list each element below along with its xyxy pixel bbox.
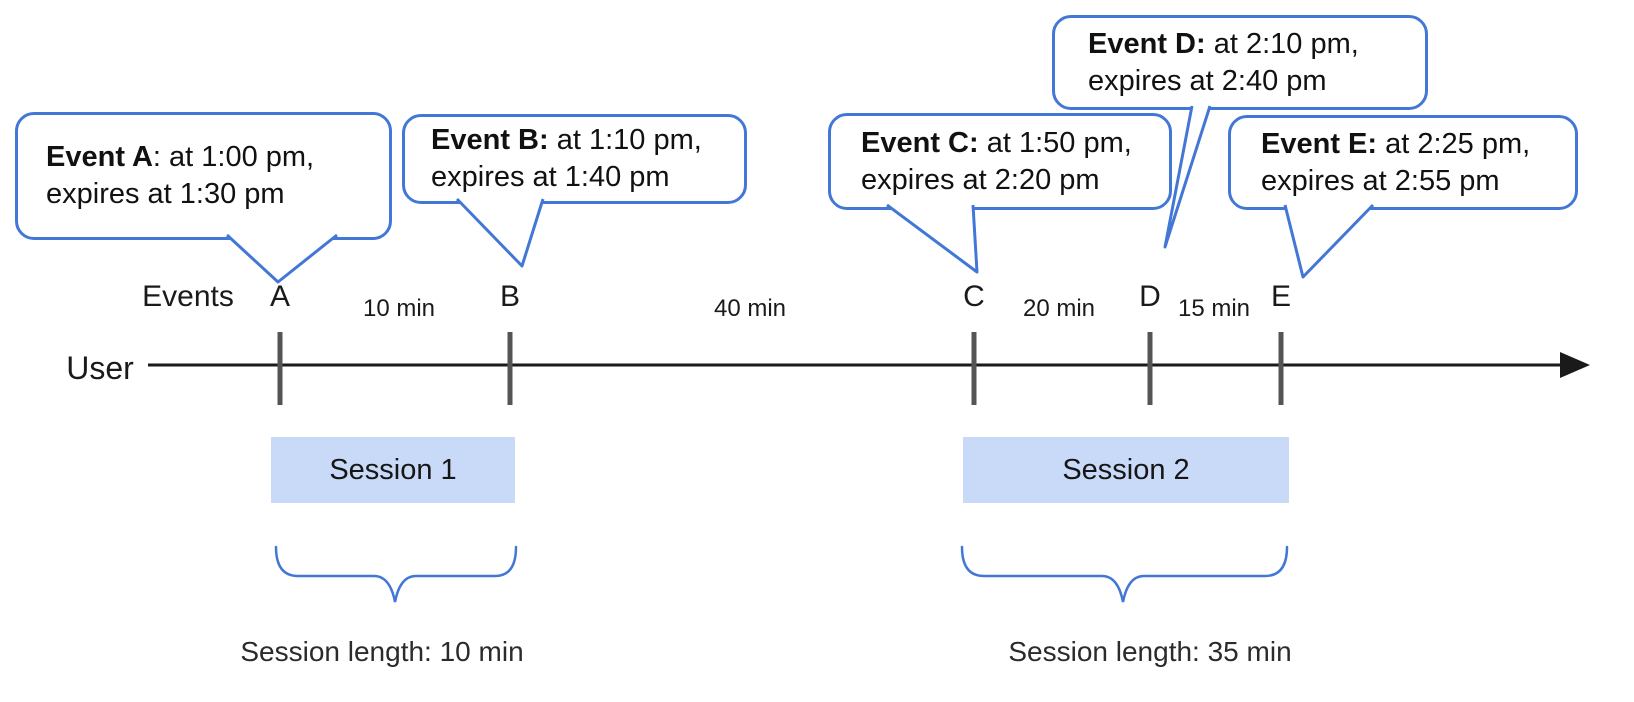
event-marker-e: E — [1270, 280, 1292, 313]
interval-label-d-e: 15 min — [1177, 295, 1251, 322]
bubble-e-time: at 2:25 pm, — [1377, 127, 1531, 160]
session-2-length-caption: Session length: 35 min — [1008, 636, 1292, 667]
bubble-c-title: Event C: — [861, 126, 979, 159]
bubble-a-time: : at 1:00 pm, — [152, 141, 315, 173]
interval-label-a-b: 10 min — [362, 295, 436, 322]
bubble-a-line1: Event A: at 1:00 pm, — [46, 139, 389, 176]
session-2-box: Session 2 — [963, 437, 1289, 503]
bubble-b-expiry: expires at 1:40 pm — [431, 161, 670, 193]
bubble-e-title: Event E: — [1261, 127, 1378, 160]
user-axis-label: User — [66, 350, 134, 386]
bubble-e-tail-icon — [1283, 203, 1375, 279]
session-1-brace-icon — [274, 545, 518, 603]
speech-bubble-event-e: Event E: at 2:25 pm, expires at 2:55 pm — [1228, 115, 1578, 210]
tick-event-a — [277, 332, 283, 405]
bubble-c-time: at 1:50 pm, — [978, 126, 1132, 159]
speech-bubble-event-a: Event A: at 1:00 pm, expires at 1:30 pm — [15, 112, 392, 240]
tick-event-e — [1278, 332, 1284, 405]
events-row-label: Events — [142, 280, 234, 313]
bubble-a-line2: expires at 1:30 pm — [46, 176, 389, 213]
bubble-a-expiry: expires at 1:30 pm — [46, 178, 285, 210]
bubble-e-expiry: expires at 2:55 pm — [1261, 164, 1500, 197]
bubble-d-title: Event D: — [1088, 27, 1206, 60]
interval-label-b-c: 40 min — [713, 295, 787, 322]
event-marker-b: B — [499, 280, 521, 313]
speech-bubble-event-c: Event C: at 1:50 pm, expires at 2:20 pm — [828, 113, 1172, 210]
bubble-b-line1: Event B: at 1:10 pm, — [431, 122, 744, 159]
bubble-b-title: Event B: — [431, 124, 549, 156]
bubble-b-tail-icon — [455, 197, 545, 268]
session-2-label: Session 2 — [1062, 453, 1190, 486]
session-1-box: Session 1 — [271, 437, 515, 503]
bubble-c-tail-icon — [886, 203, 979, 274]
session-1-label: Session 1 — [329, 453, 457, 486]
bubble-d-line1: Event D: at 2:10 pm, — [1088, 26, 1425, 63]
bubble-d-line2: expires at 2:40 pm — [1088, 63, 1425, 100]
event-marker-d: D — [1139, 280, 1161, 313]
session-1-length-caption: Session length: 10 min — [240, 636, 524, 667]
event-marker-c: C — [963, 280, 985, 313]
tick-event-b — [507, 332, 513, 405]
bubble-e-line1: Event E: at 2:25 pm, — [1261, 126, 1575, 163]
speech-bubble-event-b: Event B: at 1:10 pm, expires at 1:40 pm — [402, 114, 747, 204]
bubble-b-time: at 1:10 pm, — [548, 124, 702, 156]
speech-bubble-event-d: Event D: at 2:10 pm, expires at 2:40 pm — [1052, 15, 1428, 110]
bubble-a-title: Event A — [46, 141, 153, 173]
bubble-c-line2: expires at 2:20 pm — [861, 162, 1169, 199]
bubble-d-expiry: expires at 2:40 pm — [1088, 64, 1327, 97]
event-marker-a: A — [269, 280, 291, 313]
bubble-c-expiry: expires at 2:20 pm — [861, 163, 1100, 196]
bubble-a-tail-icon — [225, 233, 338, 284]
bubble-e-line2: expires at 2:55 pm — [1261, 163, 1575, 200]
timeline-arrowhead-icon — [1560, 352, 1590, 378]
bubble-d-time: at 2:10 pm, — [1205, 27, 1359, 60]
tick-event-c — [971, 332, 977, 405]
bubble-b-line2: expires at 1:40 pm — [431, 159, 744, 196]
session-2-brace-icon — [960, 545, 1289, 603]
tick-event-d — [1147, 332, 1153, 405]
interval-label-c-d: 20 min — [1022, 295, 1096, 322]
bubble-c-line1: Event C: at 1:50 pm, — [861, 125, 1169, 162]
